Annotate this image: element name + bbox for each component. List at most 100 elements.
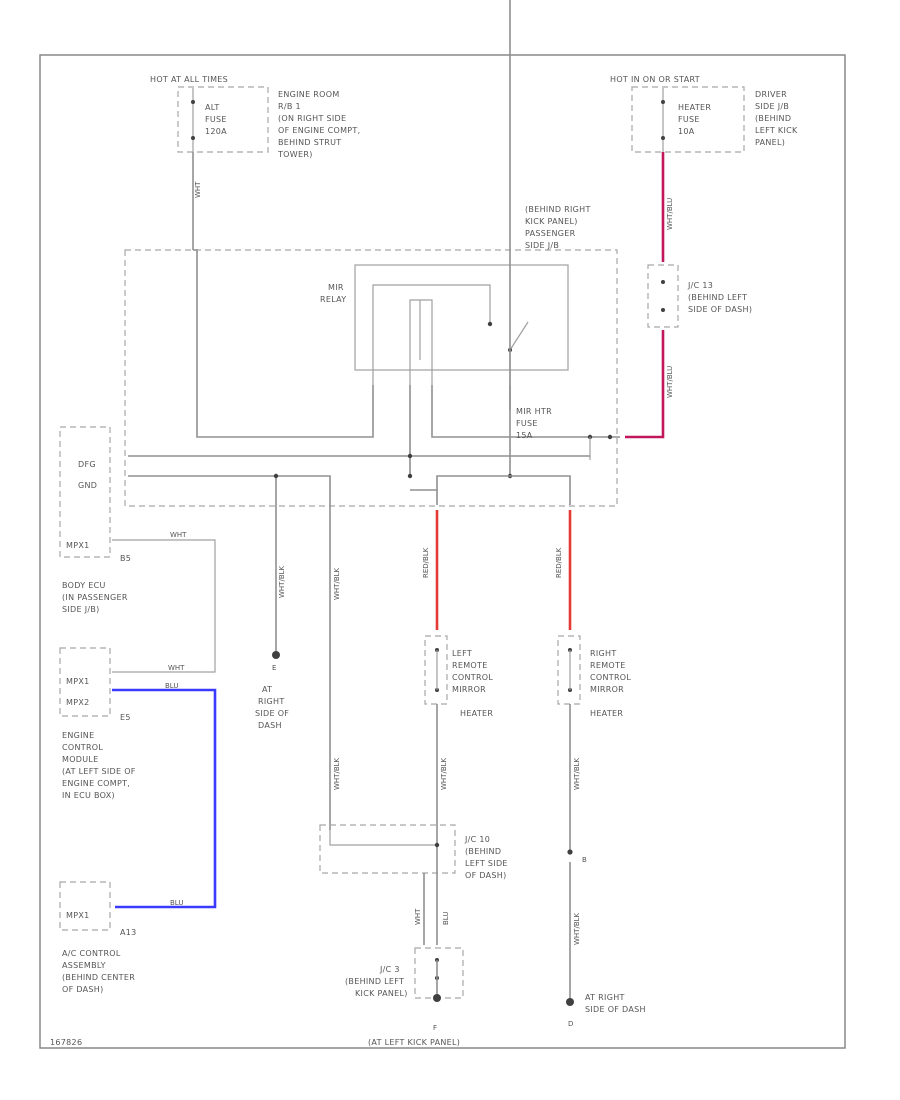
wire-label-blu-j3: BLU [442, 912, 450, 925]
body-ecu-mpx1: MPX1 [66, 541, 90, 550]
mirhtr-fuse-3: 15A [516, 431, 533, 440]
letter-f: F [433, 1024, 437, 1032]
right-mirror-heater-box [557, 635, 581, 705]
jc3-label-3: KICK PANEL) [355, 989, 408, 998]
left-mirror-1: LEFT [452, 649, 472, 658]
heater-loc-5: PANEL) [755, 138, 785, 147]
wire-label-wht-j3: WHT [414, 908, 422, 925]
alt-fuse-line2: FUSE [205, 115, 227, 124]
left-mirror-4: MIRROR [452, 685, 486, 694]
jc10-label-2: (BEHIND [465, 847, 501, 856]
mirhtr-fuse-2: FUSE [516, 419, 538, 428]
wire-label-wht-blk-gnd: WHT/BLK [278, 565, 286, 598]
ac-control-box [59, 881, 111, 931]
wire-label-red-right: RED/BLK [555, 547, 563, 578]
jc3-box [414, 947, 464, 999]
alt-loc-4: OF ENGINE COMPT, [278, 126, 360, 135]
heater-fuse-line3: 10A [678, 127, 695, 136]
relay-label-1: MIR [328, 283, 344, 292]
left-mirror-heater-box [424, 635, 448, 705]
wire-label-wht-blk-2: WHT/BLK [333, 567, 341, 600]
jb-label-3: PASSENGER [525, 229, 576, 238]
jc10-label-1: J/C 10 [464, 835, 490, 844]
jc13-box [647, 264, 679, 328]
ac-line3: (BEHIND CENTER [62, 973, 135, 982]
ground-right-2: RIGHT [258, 697, 285, 706]
wire-label-wht-blk-5: WHT/BLK [573, 757, 581, 790]
body-ecu-pin-dfg: DFG [78, 460, 96, 469]
diagram-frame [39, 54, 846, 1049]
ground-right-3: SIDE OF [255, 709, 289, 718]
letter-b: B [582, 856, 587, 864]
ecm-line4: (AT LEFT SIDE OF [62, 767, 136, 776]
wire-label-wht-blk-3: WHT/BLK [333, 757, 341, 790]
alt-fuse-line3: 120A [205, 127, 227, 136]
ecm-line5: ENGINE COMPT, [62, 779, 130, 788]
wire-label-wht-ecu1: WHT [170, 531, 187, 539]
wire-blue [112, 688, 217, 909]
ground-right-4: DASH [258, 721, 282, 730]
ecm-pin-mpx1: MPX1 [66, 677, 90, 686]
wire-label-wht-blk-4: WHT/BLK [440, 757, 448, 790]
ac-line2: ASSEMBLY [62, 961, 106, 970]
alt-hot-label: HOT AT ALL TIMES [150, 75, 228, 84]
body-ecu-line2: (IN PASSENGER [62, 593, 128, 602]
mir-relay-box [354, 264, 569, 371]
alt-loc-5: BEHIND STRUT [278, 138, 341, 147]
ecm-box [59, 647, 111, 717]
jb-label-2: KICK PANEL) [525, 217, 578, 226]
ac-pin-mpx1: MPX1 [66, 911, 90, 920]
right-mirror-2: REMOTE [590, 661, 626, 670]
relay-label-2: RELAY [320, 295, 347, 304]
ac-line1: A/C CONTROL [62, 949, 121, 958]
wire-label-pink-2: WHT/BLU [666, 366, 674, 398]
wire-label-pink-1: WHT/BLU [666, 198, 674, 230]
wire-label-red-left: RED/BLK [422, 547, 430, 578]
ground-e-letter: E [272, 664, 276, 672]
ecm-line6: IN ECU BOX) [62, 791, 115, 800]
ecm-line3: MODULE [62, 755, 99, 764]
jc10-label-3: LEFT SIDE [465, 859, 508, 868]
alt-loc-2: R/B 1 [278, 102, 301, 111]
bottom-label: (AT LEFT KICK PANEL) [368, 1038, 460, 1047]
heater-loc-4: LEFT KICK [755, 126, 798, 135]
jc10-box [319, 824, 456, 874]
heater-hot-label: HOT IN ON OR START [610, 75, 700, 84]
ac-line4: OF DASH) [62, 985, 104, 994]
right-mirror-1: RIGHT [590, 649, 617, 658]
heater-loc-1: DRIVER [755, 90, 787, 99]
heater-loc-2: SIDE J/B [755, 102, 789, 111]
jc3-label-1: J/C 3 [379, 965, 400, 974]
ecm-connector: E5 [120, 713, 131, 722]
ground-right-1: AT [262, 685, 272, 694]
body-ecu-line1: BODY ECU [62, 581, 106, 590]
jc13-label-1: J/C 13 [687, 281, 713, 290]
wire-label-wht-blk-6: WHT/BLK [573, 912, 581, 945]
ground-right-bottom-2: SIDE OF DASH [585, 1005, 646, 1014]
heater-loc-3: (BEHIND [755, 114, 791, 123]
heater-fuse-line2: FUSE [678, 115, 700, 124]
alt-loc-1: ENGINE ROOM [278, 90, 340, 99]
right-mirror-4: MIRROR [590, 685, 624, 694]
alt-loc-3: (ON RIGHT SIDE [278, 114, 346, 123]
body-ecu-connector: B5 [120, 554, 131, 563]
jc13-label-2: (BEHIND LEFT [688, 293, 747, 302]
wire-label-wht-alt: WHT [194, 181, 202, 198]
body-ecu-line3: SIDE J/B) [62, 605, 100, 614]
jc3-label-2: (BEHIND LEFT [345, 977, 404, 986]
alt-fuse-line1: ALT [205, 103, 220, 112]
alt-loc-6: TOWER) [277, 150, 313, 159]
wire-label-wht-ecu2: WHT [168, 664, 185, 672]
passenger-jb-box [124, 249, 618, 507]
jb-label-1: (BEHIND RIGHT [525, 205, 591, 214]
left-mirror-2: REMOTE [452, 661, 488, 670]
right-mirror-5: HEATER [590, 709, 623, 718]
ground-right-bottom-1: AT RIGHT [585, 993, 625, 1002]
ecm-pin-mpx2: MPX2 [66, 698, 90, 707]
ecm-line2: CONTROL [62, 743, 103, 752]
wire-label-blu-2: BLU [170, 899, 183, 907]
letter-d: D [568, 1020, 573, 1028]
heater-fuse-box [631, 86, 745, 153]
ecm-line1: ENGINE [62, 731, 94, 740]
